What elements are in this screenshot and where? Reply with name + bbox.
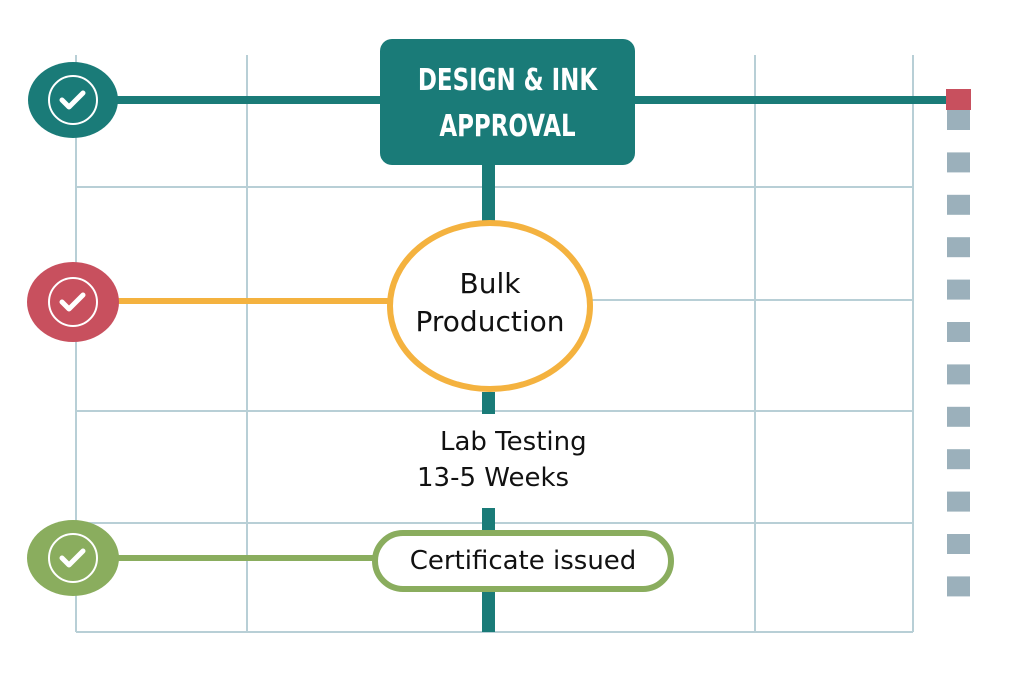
- marker: [947, 110, 970, 130]
- check-icon: [59, 90, 86, 110]
- check-icon: [59, 292, 86, 312]
- design-box: [380, 39, 635, 165]
- bulk-label-line2: Production: [415, 305, 565, 338]
- design-label: DESIGN & INK APPROVAL: [380, 58, 635, 150]
- progress-markers: [946, 89, 971, 597]
- marker: [947, 491, 970, 512]
- lab-label-line2: 13-5 Weeks: [417, 463, 570, 493]
- certificate-label: Certificate issued: [409, 546, 637, 576]
- bulk-label: Bulk Production: [390, 265, 590, 341]
- marker: [947, 364, 970, 385]
- certificate-pill: [372, 530, 674, 592]
- check-circle-2: [27, 262, 119, 342]
- design-label-line2: APPROVAL: [439, 109, 576, 144]
- marker: [947, 406, 970, 427]
- check-icon: [59, 548, 86, 568]
- marker: [947, 576, 970, 597]
- marker: [947, 237, 970, 258]
- marker-active: [946, 89, 971, 110]
- lab-label-line1: Lab Testing: [440, 427, 587, 457]
- check-circle-1: [28, 62, 118, 138]
- marker: [947, 279, 970, 300]
- lab-label: Lab Testing 13-5 Weeks: [400, 424, 620, 496]
- marker: [947, 449, 970, 470]
- bulk-label-line1: Bulk: [459, 267, 521, 300]
- check-circle-3: [27, 520, 119, 596]
- bulk-ellipse: [387, 220, 593, 392]
- marker: [947, 534, 970, 554]
- marker: [947, 152, 970, 173]
- marker: [947, 194, 970, 215]
- design-label-line1: DESIGN & INK: [417, 63, 598, 98]
- marker: [947, 322, 970, 342]
